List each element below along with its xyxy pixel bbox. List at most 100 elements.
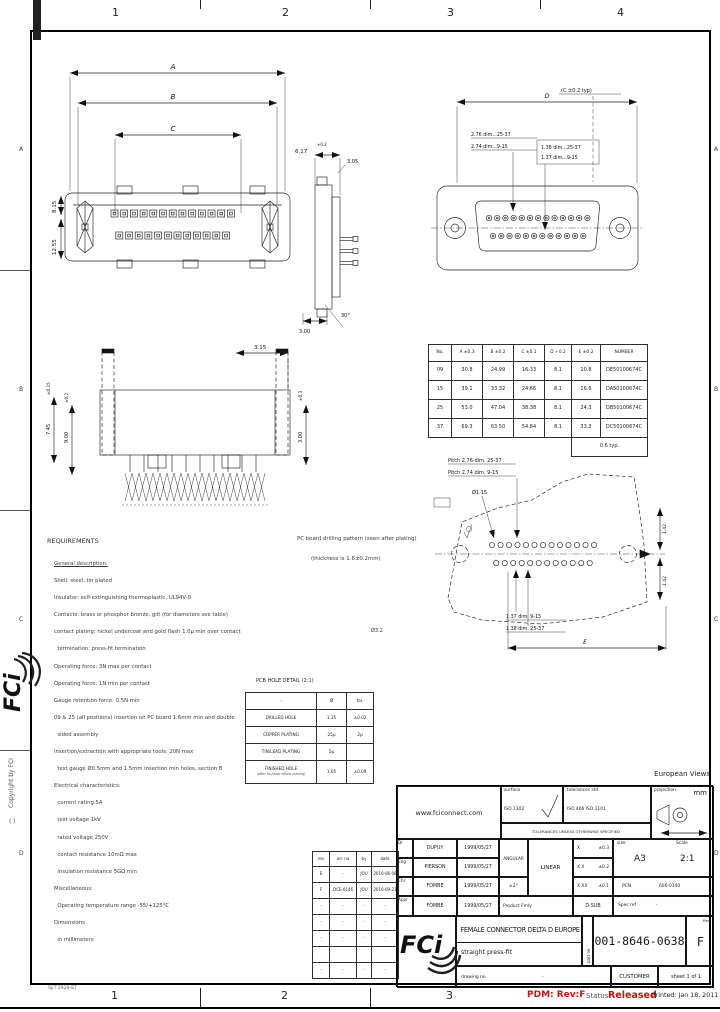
table-row: - Ø tol. [245,692,374,710]
tol-symbol: X [577,846,581,851]
cell [356,946,372,963]
first-angle-projection-icon [656,804,707,836]
sig-role: Appr [397,896,413,916]
pitch-label-1: 2.76 dim...25-37 [471,132,511,138]
dim-l2-label: 9.00 [64,432,70,443]
dim-r-tol-label: ±0.3 [298,390,303,401]
cell: JOU [356,882,372,899]
drawing-no-label: drawing no [461,975,486,980]
product-family-value: D-SUB [573,896,613,916]
table-row: ---- [312,898,399,915]
table-row: FINISHED HOLE(after tin/lead reflow plat… [245,760,374,784]
tolerance-label: tolerances std [567,788,599,793]
note-line: sided assembly [54,731,99,738]
sig-date: 1999/05/27 [457,896,499,916]
pcn-cell: PCN 606-0140 [613,877,714,896]
cell [329,946,357,963]
note-line: Shell: steel, tin plated [54,578,112,585]
note-line: Electrical characteristics: [54,783,121,790]
drawing-no-cell: drawing no - [456,966,611,988]
zone-left-d: D [19,850,24,857]
note-line: Contacts: brass or phosphor bronze, gilt… [54,612,228,619]
zone-bottom-2: 2 [281,989,288,1002]
cell: F [312,882,330,899]
cell: 24.3 [571,399,601,419]
status-label: Status: [586,992,611,1000]
cell: - [356,898,372,915]
dim-r-label: 3.00 [298,432,304,443]
cell: E [312,866,330,883]
units-label: mm [693,789,707,797]
col-header: NUMBER [600,344,648,362]
tolerance-std: ISO 406 ISO 1101 [567,807,606,812]
cell: - [371,962,399,979]
mount-hole-dia-label: Ø3.2 [371,628,383,634]
note-line: Operating temperature range -55/+125°C [54,902,169,909]
note-line: Operating force: 3N max per contact [54,663,152,670]
col-header: B ±0.2 [482,344,514,362]
sig-date: 1999/05/27 [457,858,499,877]
table-row: ---- [312,914,399,931]
cell: 37 [428,418,452,438]
zone-top-1: 1 [112,6,119,19]
requirements-notes: General description: Shell: steel, tin p… [54,556,304,949]
pcb-offset-label-2: 1.38 dim. 25-37 [506,626,544,632]
fci-logo-cell: FCi [397,916,462,988]
title-block: www.fciconnect.com surface ISO 1302 tole… [396,785,714,988]
pcb-view-drawing: Pitch 2.76 dim. 25-37 Pitch 2.74 dim. 9-… [433,458,668,651]
dim-height2-label: 12.55 [52,239,58,255]
zone-tick [540,0,541,9]
zone-tick [0,510,30,511]
note-line: rated voltage 250V [54,834,109,841]
cell: 47.04 [482,399,514,419]
cell: 38.38 [513,399,545,419]
sig-name: DUPUY [413,839,457,858]
surface-std: ISO 1302 [504,807,525,812]
cell: 1.15 [316,709,347,727]
table-footer-note: 0.6 typ. [571,437,648,457]
cell: - [329,898,357,915]
size-label: size [617,841,626,846]
size-value: A3 [634,854,646,864]
cell: 54.84 [513,418,545,438]
cell: DB50100674C [600,399,648,419]
cell: TIN/LEAD PLATING [245,743,317,761]
paren-mark: ( ) [9,818,16,825]
cell: 25μ [316,726,347,744]
note-line: Dimensions [54,919,85,926]
table-row: ---- [312,930,399,947]
cell: - [312,962,330,979]
cell: - [371,930,399,947]
zone-tick [370,0,371,9]
col-header: D +0.2 [544,344,572,362]
tol-symbol: X.X [577,865,585,870]
sig-name: FOMBE [413,896,457,916]
sheet-border [30,30,711,985]
cell [346,743,374,761]
sig-role: Chr [397,877,413,896]
cell: 33.32 [482,380,514,400]
dim-l1-label: 7.45 [46,424,52,435]
cell: 09 [428,361,452,381]
col-header: tol. [346,692,374,710]
col-header: by [356,851,372,867]
note-line: Insulator: self-extinguishing thermoplas… [54,595,191,602]
drawing-title-cell: FEMALE CONNECTOR DELTA D EUROPE straight… [456,916,583,966]
registration-mark [33,0,41,40]
dim-top-label: 3.15 [254,345,267,351]
dim-b-label: B [171,93,176,101]
cell [371,946,399,963]
sig-name: FOMBE [413,877,457,896]
cell: 2μ [346,726,374,744]
note-line: Miscellaneous: [54,885,93,892]
table-row: 0.6 typ. [429,437,648,457]
section-view-drawing: 3.15 7.45 ±0.15 9.00 ±0.2 3.00 ±0.3 [46,345,309,506]
zone-tick [0,270,30,271]
zone-tick [0,750,30,751]
drawing-title-line1: FEMALE CONNECTOR DELTA D EUROPE [457,917,583,943]
note-line: 09 & 25 (all positions) insertion on PC … [54,714,235,721]
note-line: termination: press-fit termination [54,646,146,653]
